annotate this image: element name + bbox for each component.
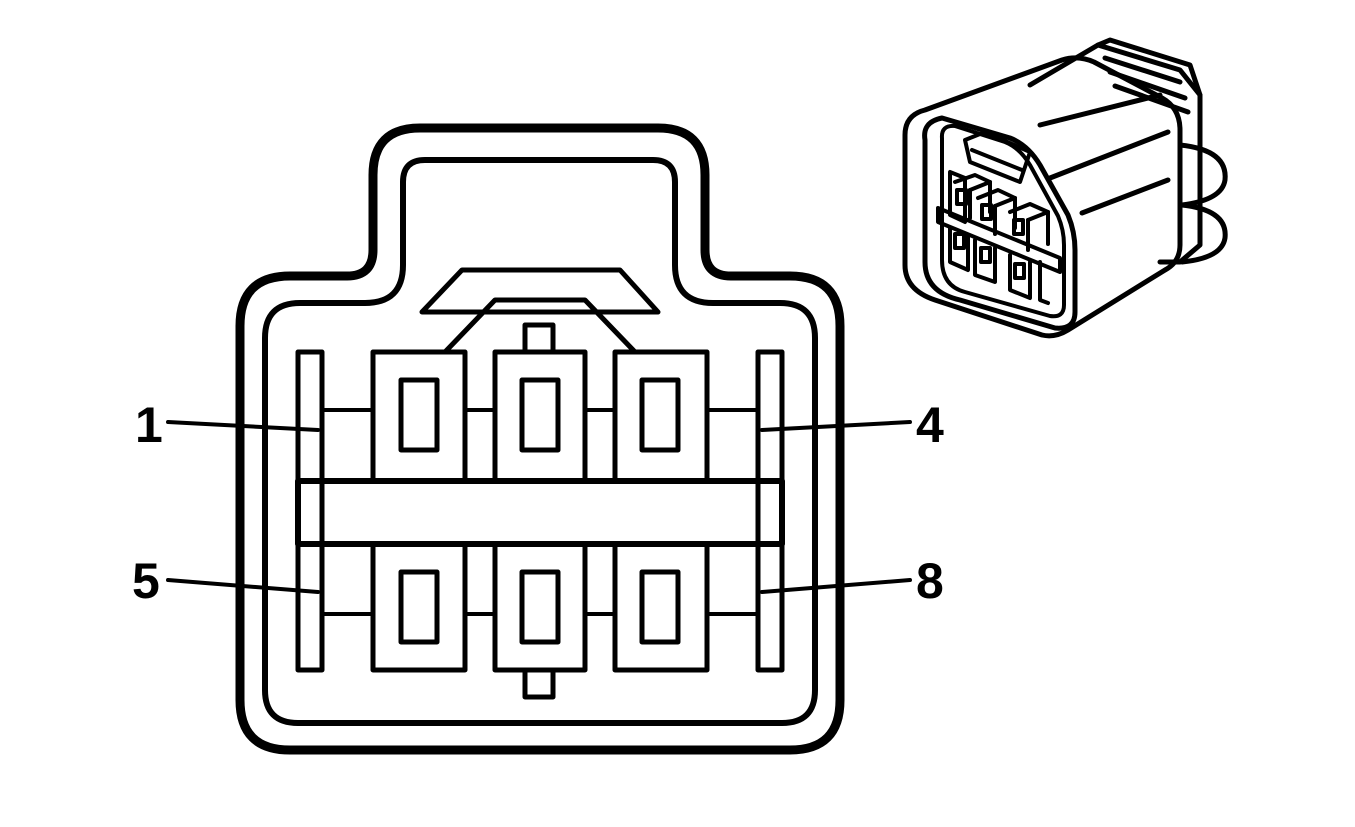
leader-line-pin-5 <box>166 578 320 594</box>
front-latch <box>963 130 1032 184</box>
terminal-cavity <box>612 349 710 484</box>
lock-latch-support <box>442 297 638 355</box>
terminal-cavity <box>370 349 468 484</box>
terminal-slot <box>639 569 681 645</box>
terminal-cavity <box>370 541 468 673</box>
pin-label-4: 4 <box>916 397 944 453</box>
side-bump <box>1179 202 1228 265</box>
top-key <box>522 322 556 355</box>
front-face-outer <box>922 115 1078 331</box>
pin-label-8: 8 <box>916 553 944 609</box>
connector-isometric-view <box>902 37 1228 339</box>
leader-line-pin-1 <box>166 420 320 432</box>
housing-inner-outline <box>262 157 818 726</box>
pin-label-5: 5 <box>132 553 160 609</box>
side-bump <box>1177 142 1228 208</box>
housing-body <box>902 55 1183 339</box>
retainer-rib <box>1095 37 1203 98</box>
pin-label-1: 1 <box>135 397 163 453</box>
terminal-slot <box>398 569 440 645</box>
leader-line-pin-4 <box>760 420 912 432</box>
terminal-slot <box>639 377 681 453</box>
terminal-cavity <box>492 541 588 673</box>
front-face-inner <box>939 123 1066 319</box>
body-edge <box>1037 92 1163 128</box>
connector-face-view <box>166 123 912 755</box>
front-latch-line <box>970 148 1024 172</box>
terminal-slot <box>519 377 561 453</box>
leader-lines <box>166 420 912 594</box>
lock-latch <box>419 267 661 315</box>
bottom-cavity-row <box>370 541 710 673</box>
body-edge <box>1079 177 1171 216</box>
leader-line-pin-8 <box>760 578 912 594</box>
left-side-rail <box>295 349 325 673</box>
iso-divider-bar <box>936 206 1062 274</box>
right-side-rail <box>755 349 785 673</box>
terminal-cavity <box>492 349 588 484</box>
body-edge <box>1047 129 1171 181</box>
iso-terminals-bottom <box>948 226 1050 305</box>
housing-outer-outline <box>235 123 845 755</box>
cavity-connectors <box>320 408 760 616</box>
top-cavity-row <box>370 349 710 484</box>
terminal-cavity <box>612 541 710 673</box>
retainer-rib <box>1102 55 1183 85</box>
center-divider-bar <box>295 478 785 547</box>
terminal-slot <box>519 569 561 645</box>
bottom-key <box>522 667 556 700</box>
terminal-slot <box>398 377 440 453</box>
